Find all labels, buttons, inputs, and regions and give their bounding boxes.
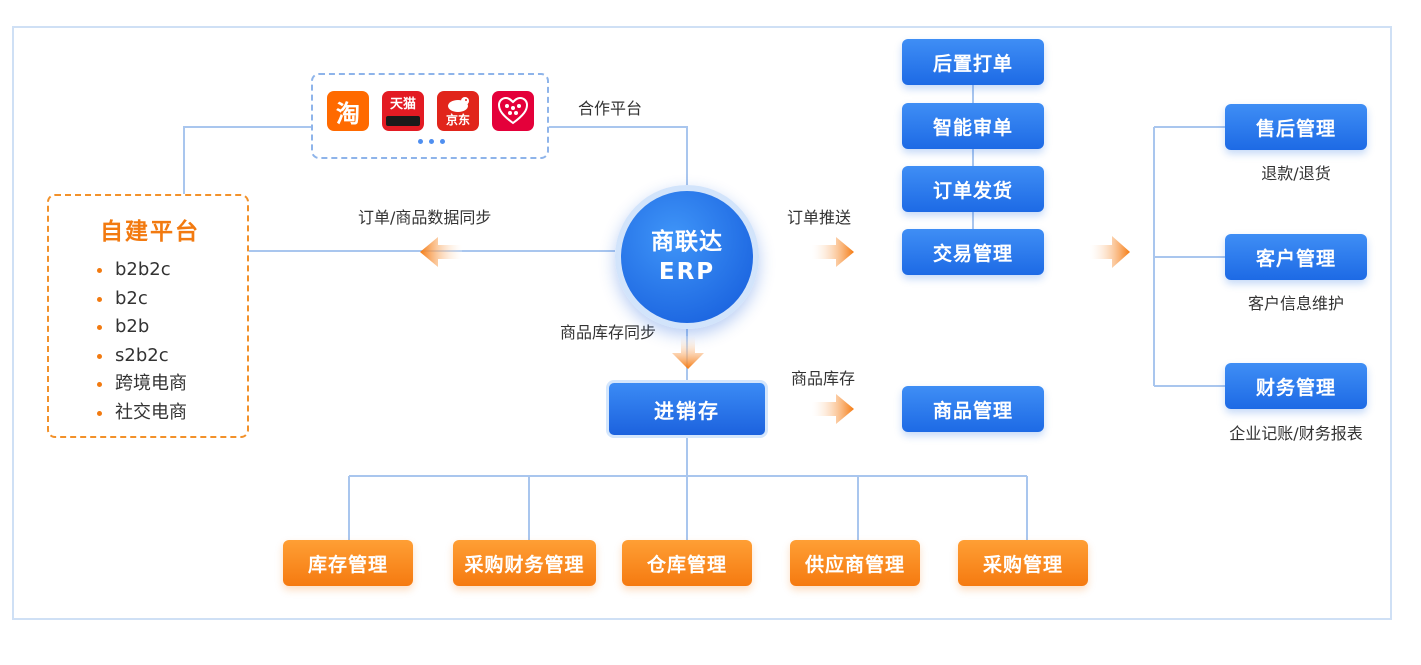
finance-module: 财务管理 [1225, 363, 1367, 409]
stock-management-module: 库存管理 [283, 540, 413, 586]
tmall-logo-icon: 天猫 [382, 91, 424, 131]
stock-sync-label: 商品库存同步 [560, 323, 657, 342]
self-platform-item: s2b2c [95, 342, 187, 371]
warehouse-module: 仓库管理 [622, 540, 752, 586]
product-stock-label: 商品库存 [791, 369, 856, 388]
jd-logo-icon: 京东 [437, 91, 479, 131]
coop-platform-label: 合作平台 [578, 99, 643, 118]
self-platform-list: b2b2c b2c b2b s2b2c 跨境电商 社交电商 [95, 256, 187, 427]
order-push-label: 订单推送 [787, 208, 852, 227]
jd-dog-icon [448, 96, 469, 112]
more-platforms-dots [418, 139, 445, 144]
self-platform-item: b2b [95, 313, 187, 342]
arrow-left [420, 237, 462, 267]
post-print-module: 后置打单 [902, 39, 1044, 85]
self-platform-title: 自建平台 [100, 219, 200, 245]
inventory-node: 进销存 [606, 380, 768, 438]
vip-logo-icon [492, 91, 534, 131]
after-sales-desc: 退款/退货 [1261, 164, 1331, 183]
purchase-finance-module: 采购财务管理 [453, 540, 596, 586]
line-coop-erp [549, 126, 688, 185]
self-platform-item: 跨境电商 [95, 370, 187, 399]
sync-orders-label: 订单/商品数据同步 [358, 208, 492, 227]
order-shipping-module: 订单发货 [902, 166, 1044, 212]
taobao-logo-icon: 淘 [327, 91, 369, 131]
purchase-module: 采购管理 [958, 540, 1088, 586]
supplier-module: 供应商管理 [790, 540, 920, 586]
self-platform-box: 自建平台 b2b2c b2c b2b s2b2c 跨境电商 社交电商 [47, 194, 249, 438]
arrow-down [672, 336, 704, 369]
self-platform-item: 社交电商 [95, 399, 187, 428]
self-platform-item: b2c [95, 285, 187, 314]
erp-name: 商联达 [651, 229, 723, 255]
customer-module: 客户管理 [1225, 234, 1367, 280]
finance-desc: 企业记账/财务报表 [1229, 424, 1363, 443]
coop-platform-box: 淘 天猫 京东 [311, 73, 549, 159]
arrow-right-stock [812, 394, 854, 424]
line-self-coop [183, 126, 311, 194]
customer-desc: 客户信息维护 [1247, 294, 1344, 313]
arrow-right-crm [1090, 236, 1130, 268]
smart-review-module: 智能审单 [902, 103, 1044, 149]
after-sales-module: 售后管理 [1225, 104, 1367, 150]
product-management-module: 商品管理 [902, 386, 1044, 432]
arrow-right-order [812, 237, 854, 267]
trade-management-module: 交易管理 [902, 229, 1044, 275]
erp-center-node: 商联达 ERP [615, 185, 759, 329]
heart-icon [498, 97, 528, 125]
self-platform-item: b2b2c [95, 256, 187, 285]
erp-suffix: ERP [658, 259, 716, 285]
